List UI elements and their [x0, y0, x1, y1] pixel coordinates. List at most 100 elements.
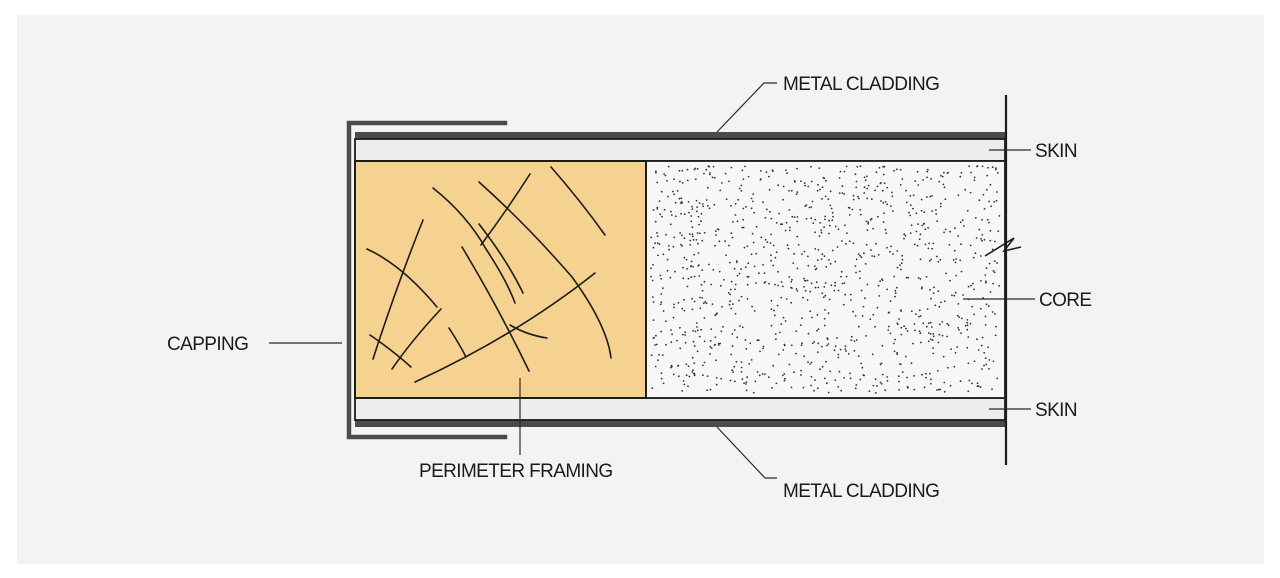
- stipple-dot: [730, 307, 733, 310]
- stipple-dot: [662, 382, 665, 385]
- stipple-dot: [809, 290, 812, 293]
- stipple-dot: [957, 235, 960, 237]
- stipple-dot: [701, 239, 704, 242]
- stipple-dot: [810, 165, 812, 168]
- stipple-dot: [669, 223, 672, 226]
- stipple-dot: [859, 378, 862, 381]
- stipple-dot: [800, 344, 803, 346]
- stipple-dot: [730, 166, 733, 169]
- stipple-dot: [845, 165, 848, 168]
- stipple-dot: [889, 332, 892, 335]
- stipple-dot: [735, 261, 738, 264]
- stipple-dot: [993, 271, 996, 274]
- stipple-dot: [990, 205, 992, 208]
- stipple-dot: [837, 386, 840, 388]
- stipple-dot: [820, 258, 823, 260]
- stipple-dot: [886, 376, 889, 378]
- stipple-dot: [860, 289, 863, 292]
- stipple-dot: [932, 333, 935, 335]
- stipple-dot: [660, 293, 663, 295]
- stipple-dot: [957, 327, 959, 329]
- stipple-dot: [901, 258, 904, 261]
- stipple-dot: [782, 198, 784, 201]
- stipple-dot: [650, 275, 652, 278]
- stipple-dot: [797, 244, 800, 246]
- stipple-dot: [927, 226, 929, 229]
- stipple-dot: [825, 360, 827, 363]
- stipple-dot: [673, 306, 675, 309]
- stipple-dot: [698, 335, 701, 338]
- stipple-dot: [948, 244, 951, 246]
- stipple-dot: [723, 278, 725, 281]
- stipple-dot: [957, 303, 960, 305]
- stipple-dot: [762, 263, 764, 266]
- stipple-dot: [866, 197, 869, 200]
- stipple-dot: [795, 330, 798, 332]
- stipple-dot: [889, 300, 892, 302]
- stipple-dot: [896, 250, 899, 252]
- stipple-dot: [972, 256, 975, 259]
- stipple-dot: [940, 174, 942, 177]
- stipple-dot: [733, 329, 736, 331]
- stipple-dot: [838, 177, 841, 179]
- stipple-dot: [713, 203, 716, 206]
- grain-line: [448, 327, 467, 358]
- stipple-dot: [660, 301, 663, 304]
- stipple-dot: [899, 309, 902, 311]
- stipple-dot: [991, 311, 994, 313]
- stipple-dot: [919, 315, 922, 317]
- stipple-dot: [679, 347, 682, 350]
- stipple-dot: [823, 177, 826, 180]
- stipple-dot: [852, 194, 855, 197]
- stipple-dot: [903, 233, 906, 236]
- stipple-dot: [690, 260, 693, 263]
- stipple-dot: [913, 388, 916, 391]
- stipple-dot: [886, 288, 888, 291]
- stipple-dot: [930, 378, 932, 381]
- stipple-dot: [896, 351, 899, 354]
- stipple-dot: [788, 229, 791, 232]
- stipple-dot: [979, 255, 982, 257]
- stipple-dot: [820, 229, 823, 232]
- stipple-dot: [692, 265, 694, 268]
- stipple-dot: [784, 229, 787, 232]
- stipple-dot: [906, 330, 909, 332]
- stipple-dot: [656, 181, 659, 184]
- stipple-dot: [775, 382, 778, 385]
- stipple-dot: [939, 205, 942, 208]
- stipple-dot: [862, 374, 865, 376]
- stipple-dot: [982, 193, 985, 196]
- stipple-dot: [961, 317, 963, 320]
- stipple-dot: [959, 175, 962, 178]
- stipple-dot: [954, 227, 956, 230]
- stipple-dot: [992, 360, 995, 363]
- stipple-dot: [714, 244, 716, 247]
- stipple-dot: [828, 224, 831, 227]
- stipple-dot: [717, 344, 720, 346]
- stipple-dot: [985, 267, 988, 269]
- stipple-dot: [996, 191, 998, 193]
- stipple-dot: [901, 254, 904, 257]
- stipple-dot: [834, 225, 837, 228]
- stipple-dot: [742, 226, 745, 229]
- stipple-dot: [959, 221, 962, 224]
- stipple-dot: [881, 344, 884, 347]
- stipple-dot: [670, 341, 673, 344]
- stipple-dot: [706, 204, 709, 207]
- skin-top: [354, 138, 1006, 162]
- stipple-dot: [745, 381, 748, 383]
- panel-section-diagram: METAL CLADDING METAL CLADDING SKIN SKIN …: [17, 15, 1264, 564]
- stipple-dot: [815, 281, 818, 284]
- stipple-dot: [674, 201, 677, 204]
- stipple-dot: [966, 319, 969, 321]
- stipple-dot: [689, 239, 692, 242]
- stipple-dot: [777, 353, 780, 356]
- stipple-dot: [814, 286, 817, 289]
- stipple-dot: [810, 206, 813, 208]
- stipple-dot: [954, 352, 957, 354]
- stipple-dot: [976, 385, 979, 388]
- stipple-dot: [750, 253, 753, 256]
- stipple-dot: [821, 186, 824, 189]
- stipple-dot: [882, 221, 885, 223]
- stipple-dot: [670, 210, 672, 213]
